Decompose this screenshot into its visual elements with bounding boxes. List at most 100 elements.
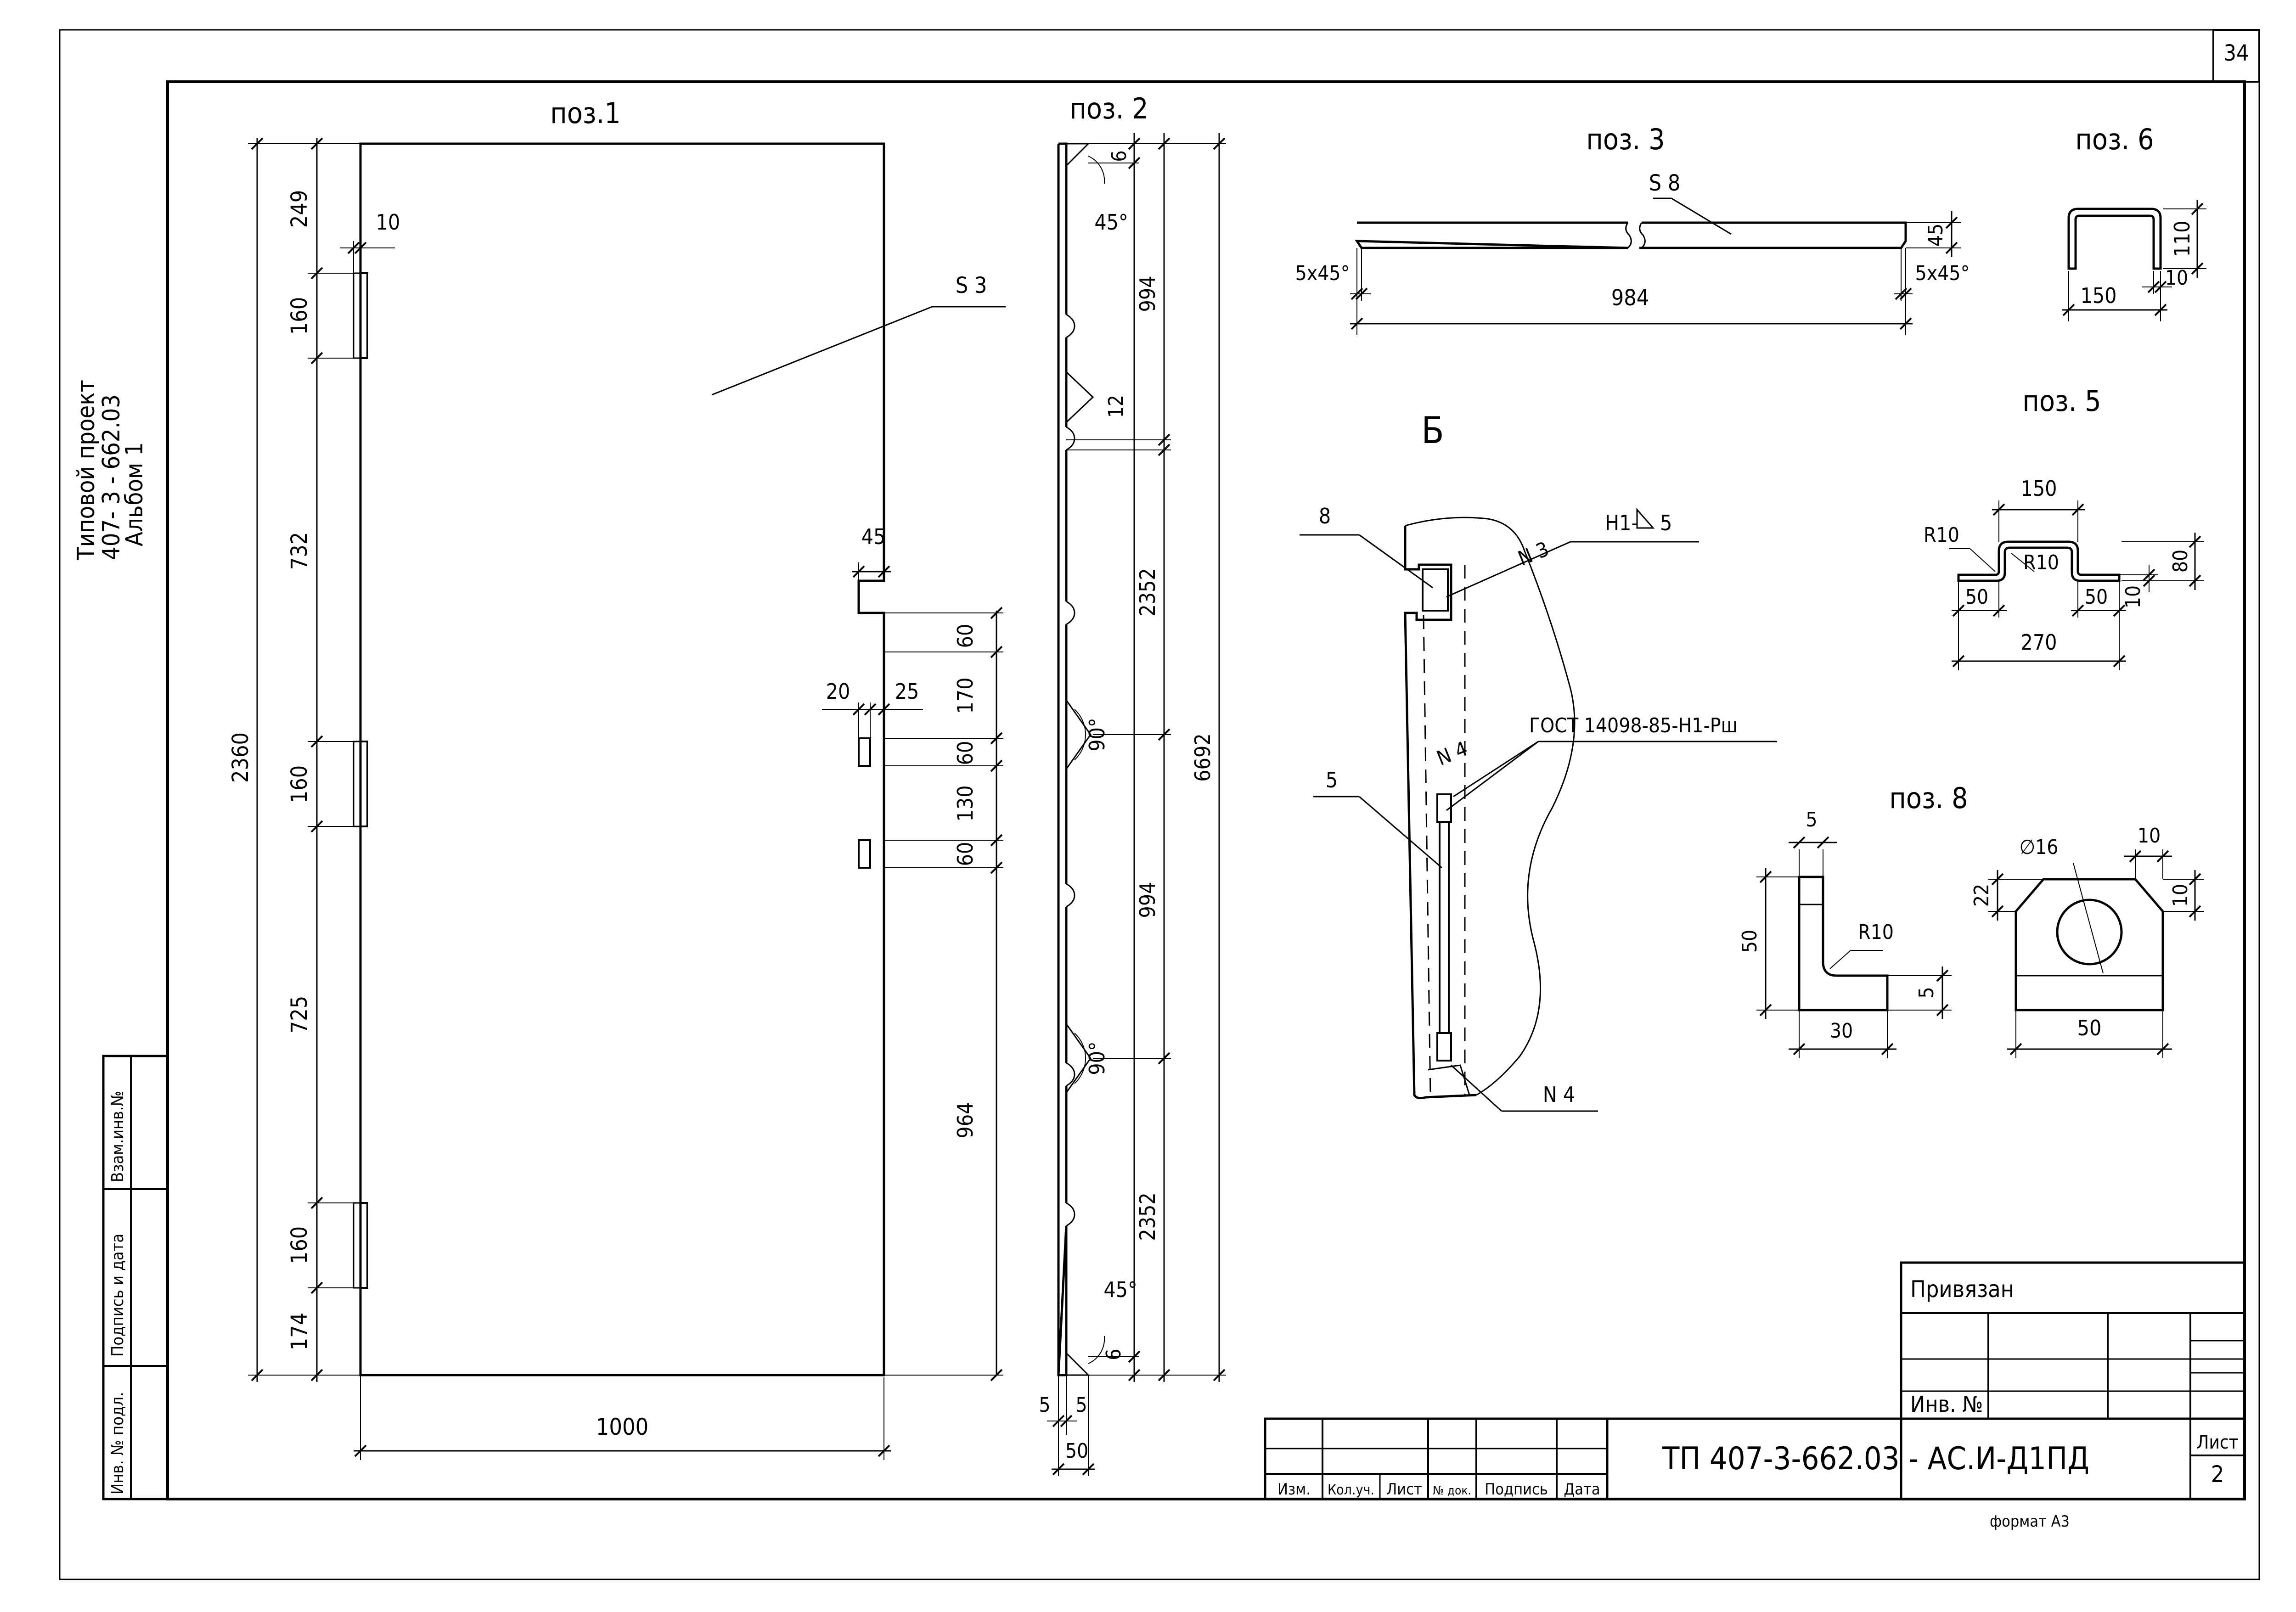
pos3-drawing: поз. 3 S 8 5x45° 5x45° 984 45 xyxy=(1295,123,1970,335)
pos1-dim-seg-top: 249 xyxy=(287,190,312,228)
pos1-dim-60c: 60 xyxy=(953,842,978,866)
detail-callout-weld-leg: 5 xyxy=(1660,511,1672,535)
album-label: Типовой проект 407- 3 - 662.03 Альбом 1 xyxy=(73,380,148,561)
pos8-dim-chamf-a: 10 xyxy=(2138,824,2161,848)
pos1-dim-seg-bot: 174 xyxy=(287,1313,312,1350)
pos8-dim-lip: 5 xyxy=(1915,987,1938,998)
pos8-title: поз. 8 xyxy=(1889,781,1968,815)
pos6-dim-width: 150 xyxy=(2081,283,2117,308)
pos2-dim-5a: 5 xyxy=(1039,1393,1050,1417)
detail-callout-5: 5 xyxy=(1326,768,1338,792)
pos1-dim-slot-w: 20 xyxy=(826,679,850,704)
pos1-drawing: поз.1 S 3 2360 249 xyxy=(228,96,1006,1460)
pos2-title: поз. 2 xyxy=(1069,92,1148,125)
pos3-material: S 8 xyxy=(1649,170,1681,196)
pos1-dim-hinge-thk: 10 xyxy=(376,210,400,235)
pos1-dim-mid-top: 732 xyxy=(287,532,312,570)
pos2-dim-994b: 994 xyxy=(1135,882,1160,918)
col-list: Лист xyxy=(1386,1480,1422,1499)
pos3-dim-length: 984 xyxy=(1611,285,1649,311)
col-izm: Изм. xyxy=(1277,1480,1311,1499)
detail-callout-n4b: N 4 xyxy=(1543,1082,1575,1107)
detail-callout-weld: Н1- xyxy=(1605,511,1638,535)
pos2-angle-top: 45° xyxy=(1094,210,1128,235)
pos8-dim-width: 50 xyxy=(2077,1016,2102,1040)
pos2-dim-bot6: 6 xyxy=(1102,1348,1125,1360)
pos5-dim-r-in: R10 xyxy=(2023,551,2059,574)
pos1-dim-130: 130 xyxy=(953,786,978,822)
pos1-dim-60b: 60 xyxy=(953,741,978,765)
stamp-replace-inv: Взам.инв.№ xyxy=(108,1091,127,1182)
pos1-title: поз.1 xyxy=(550,96,620,130)
sheet-label: Лист xyxy=(2196,1432,2238,1453)
pos1-dim-mid-bot: 725 xyxy=(287,996,312,1033)
pos2-dim-50: 50 xyxy=(1065,1439,1088,1463)
side-stamp: Взам.инв.№ Подпись и дата Инв. № подл. xyxy=(102,1055,169,1500)
pos3-dim-chamfer-right: 5x45° xyxy=(1915,262,1970,285)
stamp-inv-orig: Инв. № подл. xyxy=(108,1392,127,1494)
pos2-dim-5b: 5 xyxy=(1075,1393,1087,1417)
col-kol: Кол.уч. xyxy=(1328,1482,1374,1498)
detail-callout-gost: ГОСТ 14098-85-Н1-Рш xyxy=(1529,714,1738,737)
pos8-dim-hole: ∅16 xyxy=(2020,836,2059,859)
sheet-no: 2 xyxy=(2211,1461,2224,1488)
drawing-code: ТП 407-3-662.03 - АС.И-Д1ПД xyxy=(1662,1441,2089,1477)
pos6-drawing: поз. 6 150 10 110 xyxy=(2062,123,2206,321)
pos5-dim-r-out: R10 xyxy=(1924,523,1959,547)
pos8-dim-side: 22 xyxy=(1970,884,1993,907)
pos2-dim-6692: 6692 xyxy=(1190,733,1215,781)
pos6-dim-thk: 10 xyxy=(2165,266,2188,290)
pos3-dim-height: 45 xyxy=(1924,224,1947,247)
pos1-dim-notch: 45 xyxy=(861,524,886,549)
pos8-dim-radius: R10 xyxy=(1858,921,1894,944)
privyazan-label: Привязан xyxy=(1910,1276,2014,1303)
title-block: Привязан Инв. № ТП 407-3-662.03 - АС.И-Д… xyxy=(1264,1261,2246,1500)
pos1-dim-170: 170 xyxy=(953,678,978,714)
pos1-dim-964: 964 xyxy=(953,1102,978,1139)
weld-triangle-icon xyxy=(1636,508,1655,529)
pos5-dim-thk: 10 xyxy=(2122,585,2145,608)
pos5-dim-total: 270 xyxy=(2021,630,2057,655)
pos5-dim-top: 150 xyxy=(2021,476,2057,501)
pos5-title: поз. 5 xyxy=(2022,384,2101,418)
album-line-1: Типовой проект xyxy=(73,380,100,561)
pos1-dim-slot-off: 25 xyxy=(895,679,919,704)
pos2-dim-top6: 6 xyxy=(1108,150,1131,162)
pos8-dim-base: 30 xyxy=(1830,1019,1853,1043)
pos3-dim-chamfer-left: 5x45° xyxy=(1295,262,1350,285)
detail-b-title: Б xyxy=(1421,409,1444,452)
pos2-angle-bot: 45° xyxy=(1103,1277,1137,1302)
pos1-dim-hinge2: 160 xyxy=(287,765,312,803)
inv-no-label: Инв. № xyxy=(1910,1392,1983,1417)
sheet-frame xyxy=(59,29,2260,1580)
col-sign: Подпись xyxy=(1485,1480,1548,1499)
detail-callout-8: 8 xyxy=(1319,504,1331,528)
pos6-dim-height: 110 xyxy=(2170,221,2195,257)
col-doc: № док. xyxy=(1433,1484,1471,1498)
pos2-dim-2352a: 2352 xyxy=(1135,568,1160,616)
pos8-dim-thk: 5 xyxy=(1806,808,1817,831)
pos5-drawing: поз. 5 150 R10 R10 50 50 xyxy=(1924,384,2204,670)
pos5-dim-height: 80 xyxy=(2169,550,2192,573)
detail-b-drawing: Б 8 N 3 Н1- 5 ГОСТ 14098-85-Н1-Рш N 4 5 … xyxy=(1300,409,1777,1112)
pos1-dim-height: 2360 xyxy=(228,732,253,783)
pos8-dim-chamf-b: 10 xyxy=(2169,884,2192,907)
pos1-dim-width: 1000 xyxy=(596,1414,648,1440)
col-date: Дата xyxy=(1564,1480,1600,1499)
album-line-3: Альбом 1 xyxy=(121,442,148,546)
pos2-dim-994a: 994 xyxy=(1135,276,1160,312)
pos1-dim-60a: 60 xyxy=(953,624,978,648)
format-note: формат А3 xyxy=(1990,1512,2070,1531)
page-number: 34 xyxy=(2224,40,2249,66)
pos8-dim-height: 50 xyxy=(1738,930,1761,953)
pos2-dim-12: 12 xyxy=(1104,395,1128,418)
pos1-dim-hinge1: 160 xyxy=(287,297,312,335)
pos1-dim-hinge3: 160 xyxy=(287,1226,312,1264)
stamp-sign-date: Подпись и дата xyxy=(108,1234,127,1357)
pos8-drawing: поз. 8 5 50 R10 30 5 xyxy=(1738,781,2204,1058)
pos5-dim-flange-r: 50 xyxy=(2085,585,2108,609)
pos6-title: поз. 6 xyxy=(2075,123,2154,156)
pos2-dim-2352b: 2352 xyxy=(1135,1192,1160,1241)
